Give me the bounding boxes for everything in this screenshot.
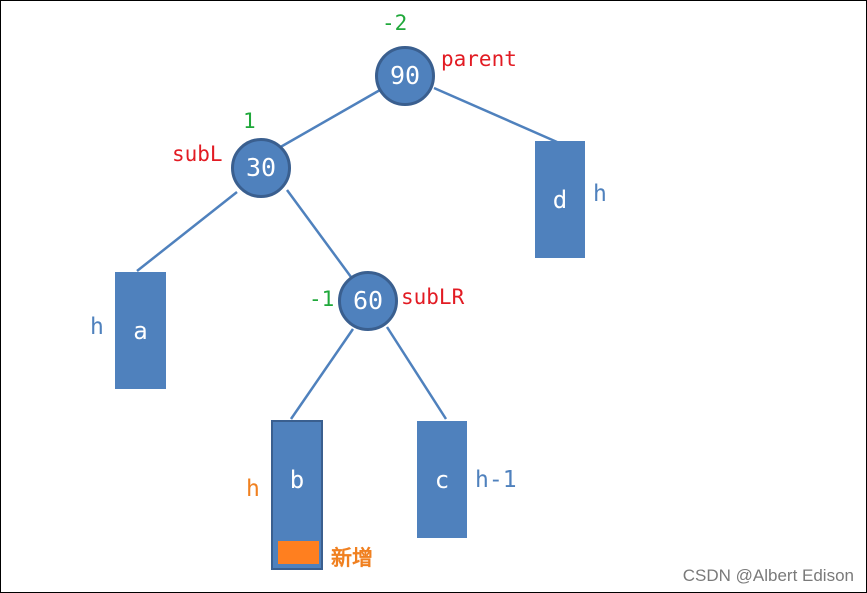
subtree-d: d	[535, 141, 585, 258]
tree-node-90: 90	[375, 46, 435, 106]
height-label-d: h	[593, 181, 607, 207]
tree-node-30: 30	[231, 138, 291, 198]
subtree-b: b	[271, 420, 323, 570]
edge-90-d	[433, 86, 558, 144]
tree-node-60: 60	[338, 271, 398, 331]
height-label-c: h-1	[475, 467, 517, 493]
subtree-b-label: b	[289, 466, 305, 495]
height-label-b: h	[246, 476, 260, 502]
new-node-label: 新增	[331, 545, 373, 570]
role-label-subL: subL	[172, 142, 223, 166]
subtree-d-label: d	[552, 185, 568, 214]
edge-30-60	[285, 189, 353, 278]
edge-60-b	[289, 328, 355, 420]
balance-factor-30: 1	[243, 109, 256, 133]
role-label-parent: parent	[441, 47, 517, 71]
watermark: CSDN @Albert Edison	[682, 566, 854, 585]
balance-factor-90: -2	[382, 11, 408, 35]
subtree-c-label: c	[434, 465, 450, 494]
edge-90-30	[276, 88, 381, 151]
height-label-a: h	[90, 314, 104, 340]
edge-60-c	[385, 326, 448, 420]
subtree-a-label: a	[133, 316, 148, 345]
balance-factor-60: -1	[309, 287, 335, 311]
new-node-marker	[278, 541, 319, 564]
edge-30-a	[136, 191, 238, 272]
role-label-subLR: subLR	[401, 285, 465, 309]
subtree-c: c	[417, 421, 467, 538]
subtree-a: a	[115, 272, 166, 389]
